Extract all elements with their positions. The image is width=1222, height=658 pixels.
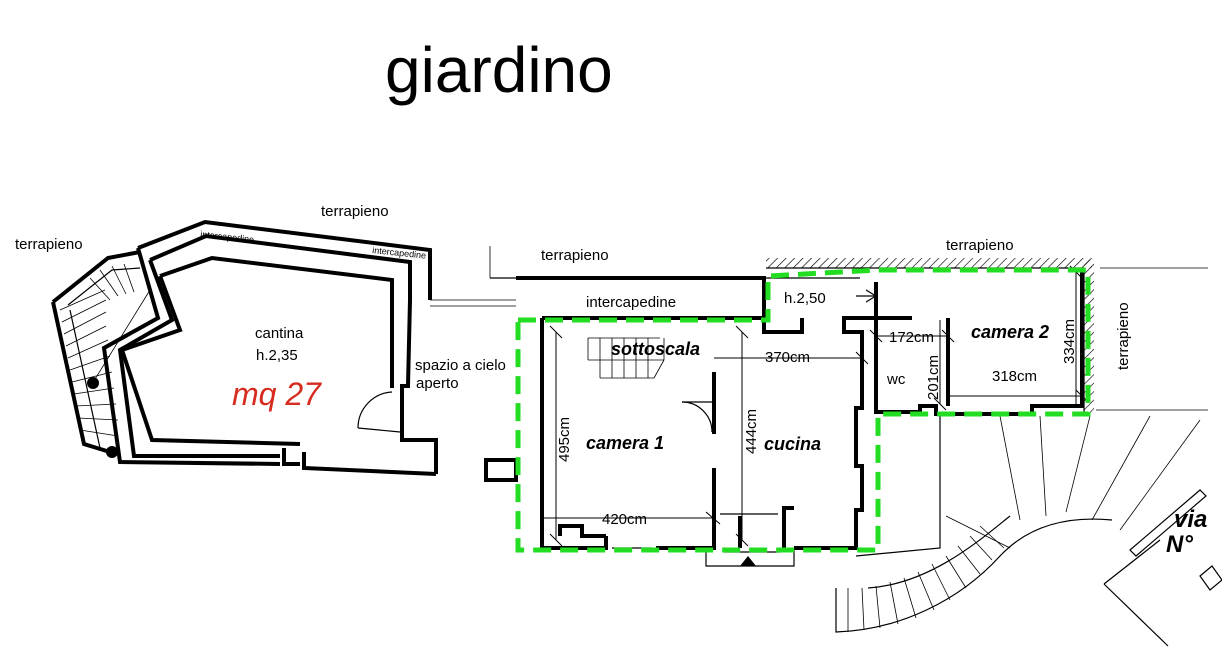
door-swing [681,401,713,433]
room-wc: wc [886,371,906,388]
label-terrapieno-mid: terrapieno [541,247,609,264]
dim-495: 495cm [556,417,573,462]
label-intercapedine-1: intercapedine [200,229,255,245]
stair-sottoscala [587,337,665,379]
room-camera-2: camera 2 [971,322,1049,342]
cantina-block [51,219,516,476]
apartment-top-wall [516,276,766,318]
door-swing [357,391,393,429]
dim-420: 420cm [602,511,647,528]
label-cantina-height: h.2,35 [256,347,298,364]
label-intercapedine-main: intercapedine [586,294,676,311]
label-terrapieno-top: terrapieno [321,203,389,220]
dim-318: 318cm [992,368,1037,385]
dim-201: 201cm [925,355,942,400]
stair-outer-wall [51,250,141,304]
column-marker [106,446,118,458]
room-camera-1: camera 1 [586,433,664,453]
label-open-space-1: spazio a cielo [415,357,506,374]
label-street-1: via [1174,506,1207,533]
label-terrapieno-right-side: terrapieno [1115,302,1132,370]
dim-370: 370cm [765,349,810,366]
label-street-2: N° [1166,531,1193,558]
column-marker [87,377,99,389]
label-terrapieno-right-top: terrapieno [946,237,1014,254]
plan-title: giardino [385,34,613,106]
stair-left [59,263,151,437]
dim-334: 334cm [1061,319,1078,364]
dim-444: 444cm [743,409,760,454]
cantina-outer-wall [137,219,432,300]
label-open-space-2: aperto [416,375,459,392]
label-cantina: cantina [255,325,304,342]
label-area: mq 27 [232,376,322,412]
room-sottoscala: sottoscala [611,339,700,359]
highlight-outline [515,267,1091,553]
room-cucina: cucina [764,434,821,454]
exterior-stair [835,267,1222,647]
entry-arrow-icon [740,556,756,566]
highlight-boundary [515,267,1091,553]
label-terrapieno-left: terrapieno [15,236,83,253]
label-height-small: h.2,50 [784,290,826,307]
apartment-block [484,246,878,567]
hatch-top [766,258,1092,268]
dim-172: 172cm [889,329,934,346]
